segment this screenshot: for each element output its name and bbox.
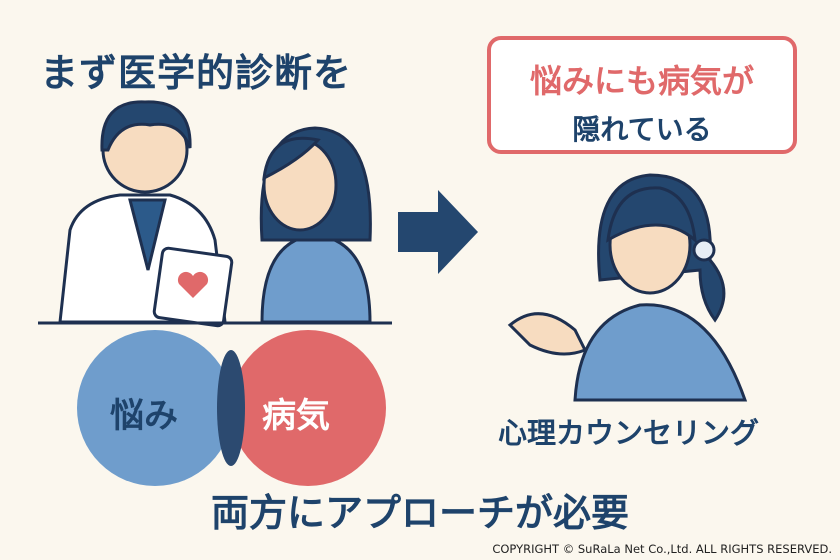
counseling-label: 心理カウンセリング [498, 416, 760, 450]
venn-circle-right [230, 330, 386, 486]
heart-icon [177, 271, 209, 298]
hand-icon [507, 312, 588, 356]
patient-illustration [259, 126, 372, 324]
venn-diagram [77, 330, 386, 486]
venn-label-right: 病気 [262, 396, 330, 436]
clipboard-icon [152, 246, 234, 328]
arrow-right-icon [398, 190, 478, 274]
venn-circle-left [77, 330, 233, 486]
callout-box: 悩みにも病気が 隠れている [487, 36, 797, 154]
headset-icon [692, 238, 716, 262]
counselor-illustration [507, 173, 748, 402]
venn-overlap [217, 350, 245, 466]
callout-line2: 隠れている [572, 113, 712, 146]
copyright-text: COPYRIGHT © SuRaLa Net Co.,Ltd. ALL RIGH… [492, 542, 832, 556]
callout-line1: 悩みにも病気が [529, 62, 754, 100]
venn-label-left: 悩み [110, 396, 178, 436]
bottom-message: 両方にアプローチが必要 [210, 491, 629, 535]
page-title: まず医学的診断を [40, 51, 353, 95]
